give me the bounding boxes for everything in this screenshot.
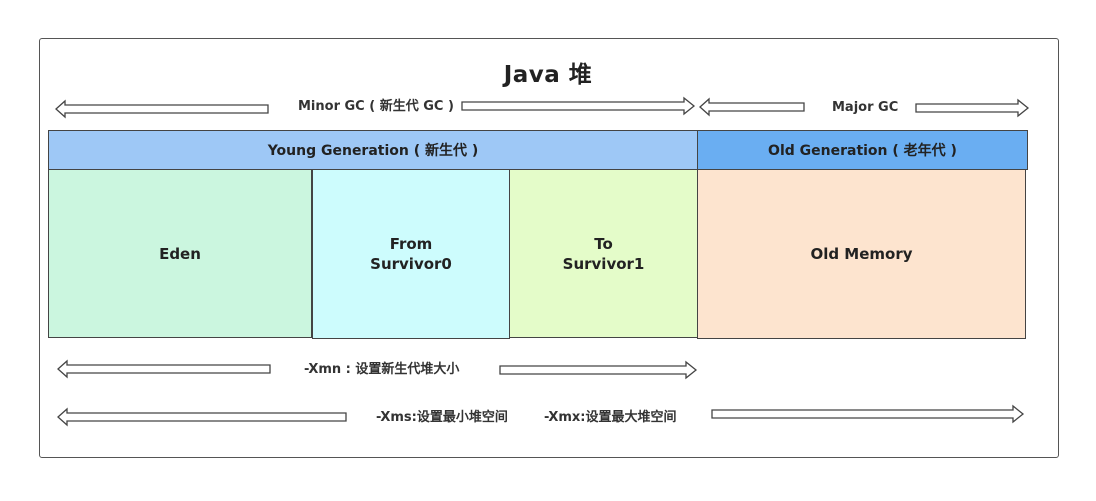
heap-diagram-frame	[39, 38, 1059, 458]
minor-gc-label: Minor GC ( 新生代 GC )	[294, 99, 458, 115]
xms-left-arrow	[57, 407, 347, 427]
from-survivor-label: From Survivor0	[370, 235, 452, 273]
eden-label: Eden	[159, 244, 201, 263]
xmx-right-arrow	[711, 404, 1025, 424]
xmx-label: -Xmx:设置最大堆空间	[540, 410, 681, 426]
old-memory-region: Old Memory	[697, 169, 1026, 339]
major-gc-left-arrow	[699, 97, 805, 117]
to-survivor-region: To Survivor1	[509, 169, 698, 338]
minor-gc-right-arrow	[461, 96, 696, 116]
xmn-right-arrow	[499, 360, 698, 380]
major-gc-label: Major GC	[828, 100, 903, 116]
diagram-title: Java 堆	[503, 62, 593, 88]
xmn-left-arrow	[57, 359, 271, 379]
to-survivor-label: To Survivor1	[562, 234, 645, 273]
young-generation-bar: Young Generation ( 新生代 )	[48, 130, 698, 170]
from-survivor-region: From Survivor0	[312, 169, 510, 339]
eden-region: Eden	[48, 169, 312, 338]
major-gc-right-arrow	[915, 98, 1030, 118]
old-memory-label: Old Memory	[810, 245, 913, 263]
minor-gc-left-arrow	[55, 99, 269, 119]
old-generation-bar: Old Generation ( 老年代 )	[697, 130, 1028, 170]
xmn-label: -Xmn : 设置新生代堆大小	[300, 362, 464, 378]
xms-label: -Xms:设置最小堆空间	[372, 410, 512, 426]
